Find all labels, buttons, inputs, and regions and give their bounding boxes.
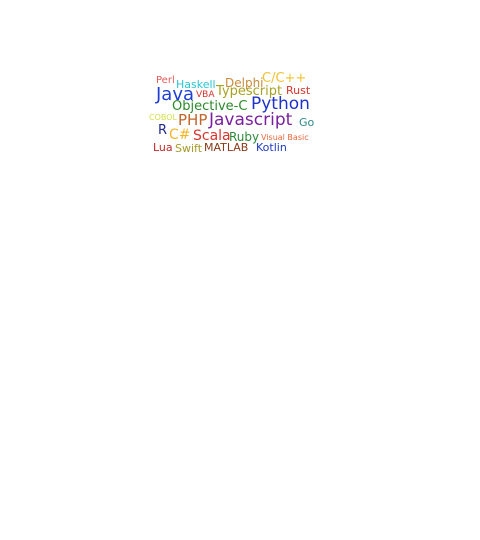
word-haskell: Haskell (176, 78, 216, 91)
word-java: Java (156, 84, 195, 105)
word-r: R (158, 123, 168, 138)
word-javascript: Javascript (209, 110, 293, 130)
word-ruby: Ruby (229, 130, 260, 144)
word-csharp: C# (169, 127, 191, 143)
word-lua: Lua (153, 141, 173, 154)
word-php: PHP (178, 111, 208, 129)
word-vba: VBA (196, 90, 215, 100)
word-matlab: MATLAB (204, 141, 249, 154)
word-delphi: Delphi (225, 76, 264, 90)
word-kotlin: Kotlin (256, 141, 287, 154)
word-rust: Rust (286, 84, 311, 97)
word-perl: Perl (156, 75, 175, 86)
word-swift: Swift (175, 142, 203, 155)
word-visual-basic: Visual Basic (261, 133, 309, 142)
word-cpp: C/C++ (262, 71, 307, 86)
word-cobol: COBOL (149, 113, 177, 122)
word-typescript: Typescript (216, 84, 283, 99)
word-objective-c: Objective-C (172, 99, 248, 114)
word-python: Python (251, 94, 310, 114)
word-scala: Scala (193, 128, 231, 144)
word-go: Go (299, 116, 315, 129)
